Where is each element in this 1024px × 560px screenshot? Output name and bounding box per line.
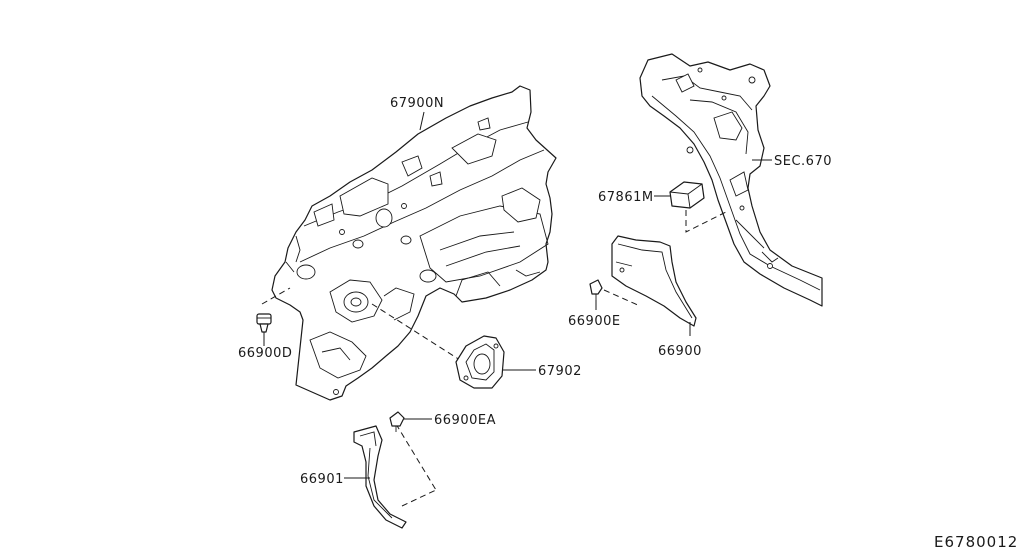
assembly-line	[371, 303, 461, 361]
label-clip-d: 66900D	[238, 346, 292, 361]
kick-plate-finisher-icon	[611, 235, 697, 327]
label-clip-e: 66900E	[568, 314, 621, 329]
label-finisher-right: 66900	[658, 344, 702, 359]
label-sec-ref: SEC.670	[774, 154, 832, 169]
assembly-line	[395, 423, 437, 491]
leader-line	[419, 111, 425, 131]
kick-plate-finisher-icon	[353, 425, 407, 529]
grommet-cover-icon	[455, 335, 505, 389]
assembly-line	[603, 289, 641, 307]
assembly-line	[261, 287, 291, 305]
label-finisher-left: 66901	[300, 472, 344, 487]
label-pad: 67861M	[598, 190, 654, 205]
drawing-code: E6780012	[934, 533, 1018, 551]
label-dash-insulator: 67900N	[390, 96, 444, 111]
pad-block-icon	[669, 181, 705, 209]
clip-fastener-icon	[256, 313, 272, 333]
assembly-line	[401, 489, 437, 507]
clip-fastener-icon	[589, 279, 603, 300]
assembly-line	[685, 210, 727, 233]
clip-fastener-icon	[389, 411, 405, 432]
body-side-panel-icon	[639, 53, 823, 307]
label-clip-ea: 66900EA	[434, 413, 496, 428]
label-grommet-cover: 67902	[538, 364, 582, 379]
dash-insulator-icon	[271, 85, 557, 401]
